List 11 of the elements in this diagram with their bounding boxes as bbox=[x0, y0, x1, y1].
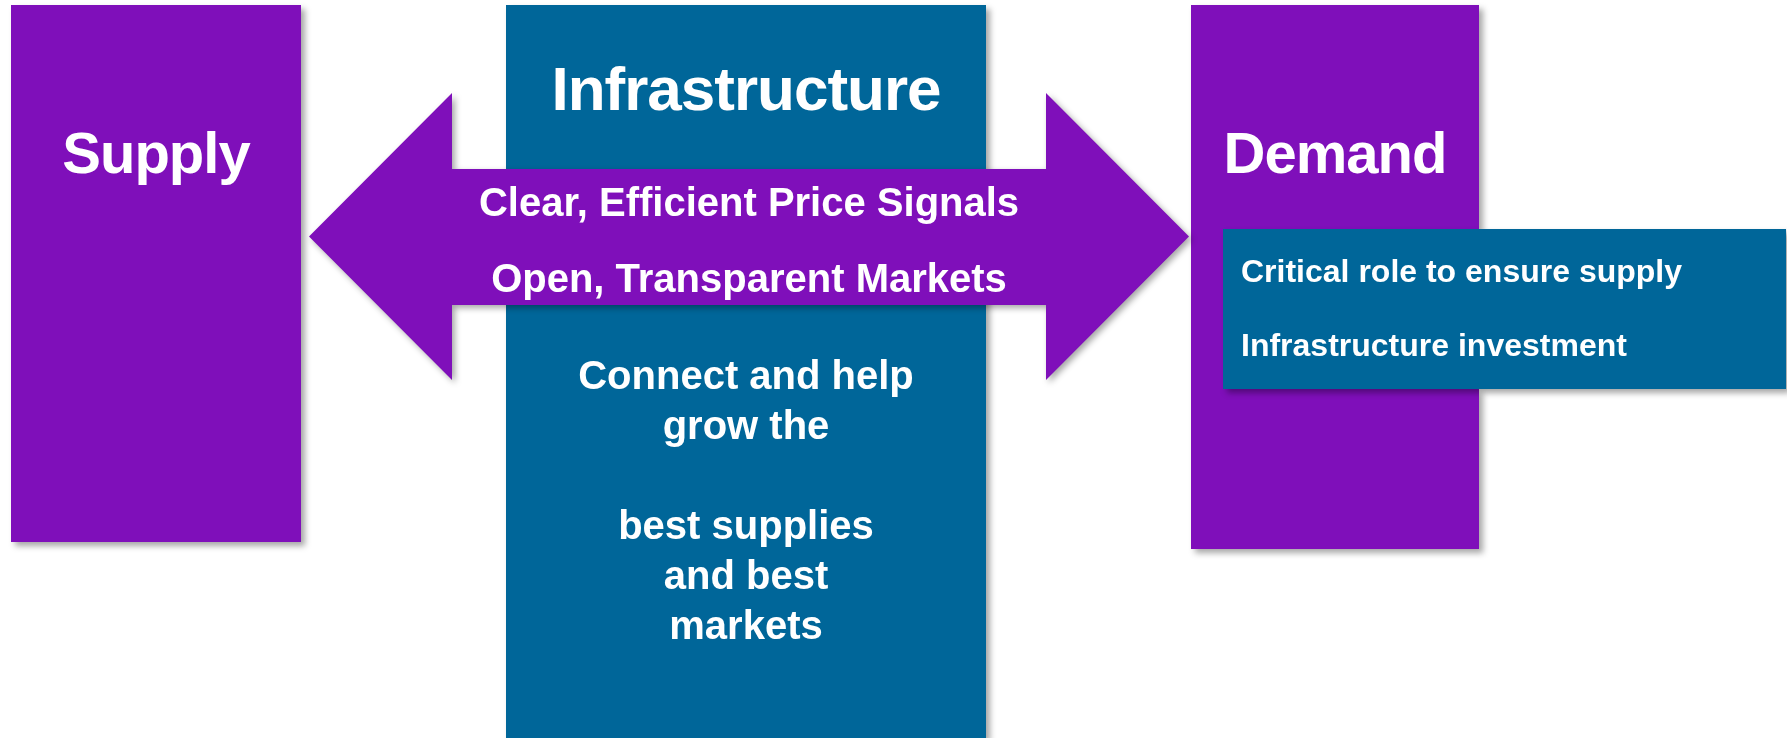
body-text: Connect and help grow the bbox=[577, 352, 915, 449]
arrow-text: Open, Transparent Markets bbox=[490, 255, 1008, 302]
box-heading: Infrastructure bbox=[550, 53, 942, 125]
note-box bbox=[1223, 229, 1786, 389]
note-text: Infrastructure investment bbox=[1241, 326, 1628, 365]
supply-box bbox=[11, 5, 301, 542]
box-heading: Supply bbox=[61, 119, 252, 187]
box-heading: Demand bbox=[1222, 119, 1448, 187]
arrow-text: Clear, Efficient Price Signals bbox=[477, 179, 1021, 226]
body-text: best supplies and best markets bbox=[617, 502, 875, 649]
note-text: Critical role to ensure supply bbox=[1241, 252, 1683, 291]
